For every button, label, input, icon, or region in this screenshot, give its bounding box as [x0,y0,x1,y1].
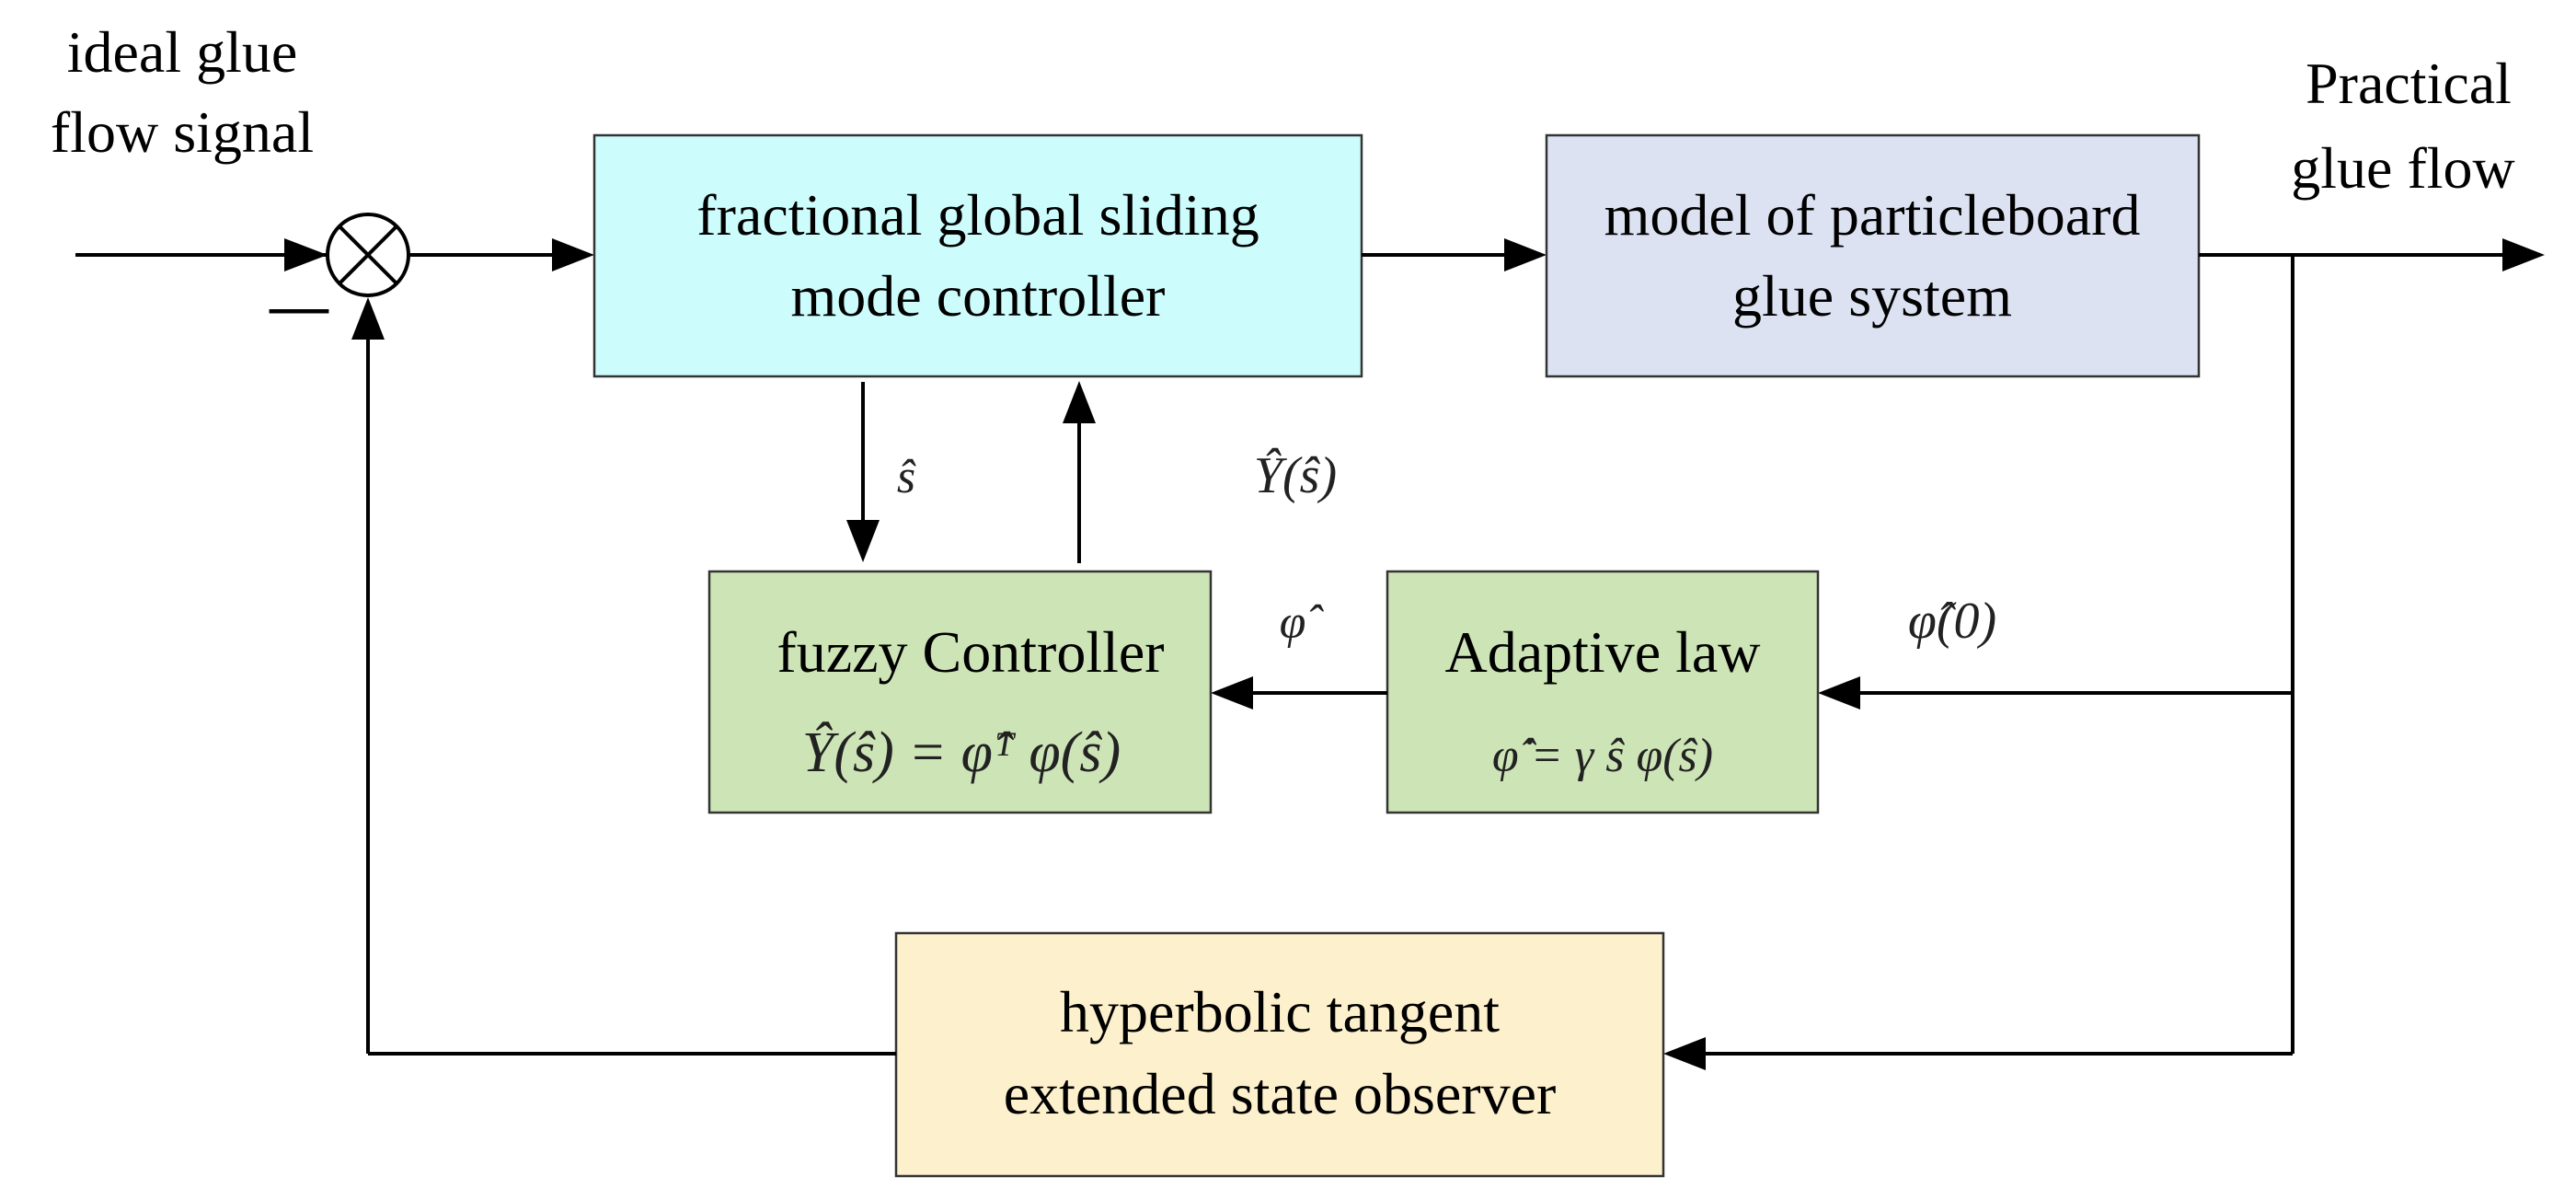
observer-label-line2: extended state observer [1004,1061,1557,1126]
input-label-line2: flow signal [51,99,314,165]
s-hat-arrowhead [846,520,880,562]
upsilon-arrowhead [1063,381,1096,423]
input-label-line1: ideal glue [67,19,298,85]
observer-label-line1: hyperbolic tangent [1060,979,1500,1044]
adaptive-to-fuzzy-arrowhead [1211,676,1253,710]
adaptive-law-label: Adaptive law [1445,619,1761,685]
phi-hat-0-label: φ̂(0) [1908,593,1996,650]
adaptive-law-formula: φ̂̇ = γ ŝ φ(ŝ) [1492,730,1713,782]
junction-to-controller-arrowhead [552,238,594,271]
output-label-line2: glue flow [2291,135,2515,201]
phi-hat-label: φ̂ [1280,596,1325,649]
branch-to-observer-arrowhead [1663,1037,1706,1070]
output-label-line1: Practical [2306,51,2512,116]
controller-to-plant-arrowhead [1504,238,1547,271]
summing-junction [326,213,410,297]
fuzzy-controller-label: fuzzy Controller [776,619,1164,685]
observer-block [894,931,1665,1178]
branch-to-adaptive-arrowhead [1818,676,1860,710]
feedback-arrowhead [351,297,385,340]
output-arrowhead [2502,238,2545,271]
upsilon-label: Ŷ(ŝ) [1254,447,1337,504]
fuzzy-controller-formula: Ŷ(ŝ) = φ̂ᵀ φ(ŝ) [802,721,1121,784]
controller-label-line1: fractional global sliding [696,182,1259,248]
plant-label-line2: glue system [1732,263,2012,329]
adaptive-law-block [1386,570,1820,814]
plant-label-line1: model of particleboard [1604,182,2141,248]
minus-sign: — [269,272,329,338]
fuzzy-controller-block [707,570,1213,814]
controller-block [592,133,1363,378]
controller-label-line2: mode controller [791,263,1166,329]
plant-block [1545,133,2201,378]
s-hat-label: ŝ [897,451,916,503]
input-arrowhead [284,238,328,271]
